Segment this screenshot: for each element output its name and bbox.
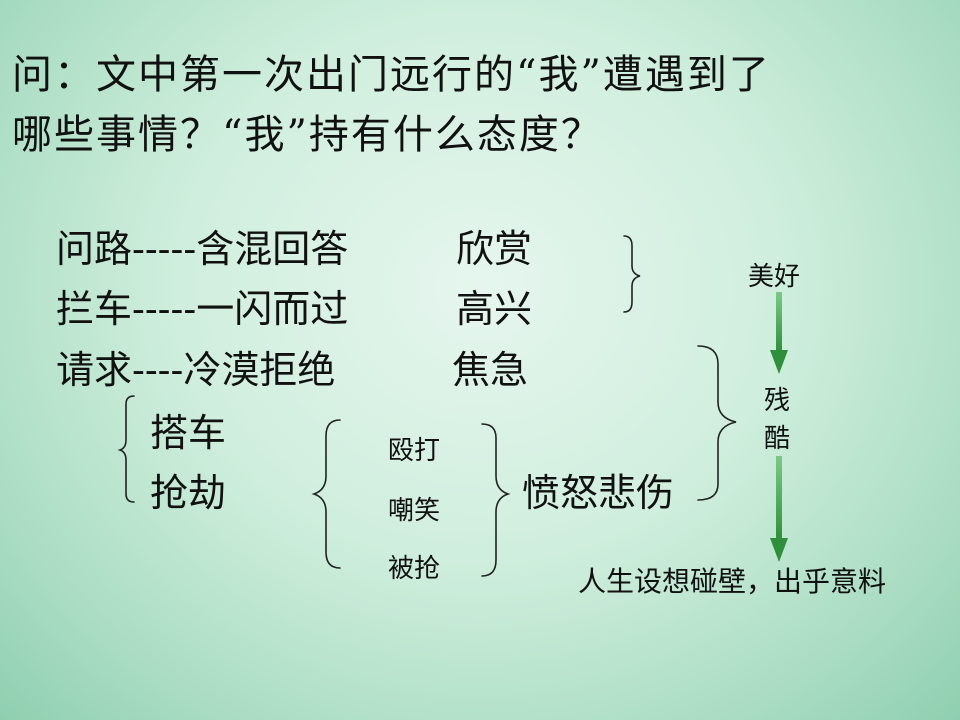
sub-event-1: 搭车 (150, 411, 227, 455)
conclusion: 人生设想碰壁，出乎意料 (578, 565, 887, 598)
brace-details-left (311, 419, 341, 569)
event-feeling-1: 欣赏 (456, 227, 533, 271)
brace-sub-events (117, 395, 135, 503)
question-line-1: 问：文中第一次出门远行的“我”遭遇到了 (12, 52, 771, 98)
brace-cruel (697, 345, 737, 501)
stage-good: 美好 (748, 262, 801, 292)
event-action-3: 请求----冷漠拒绝 (56, 348, 336, 392)
stage-cruel-char-1: 残 (764, 386, 791, 416)
feeling-final: 愤怒悲伤 (522, 471, 675, 515)
brace-good (623, 235, 641, 313)
event-action-2: 拦车-----一闪而过 (56, 287, 349, 331)
event-action-1: 问路-----含混回答 (56, 227, 349, 271)
brace-details-right (481, 423, 511, 577)
detail-3: 被抢 (388, 554, 441, 584)
detail-2: 嘲笑 (388, 496, 441, 526)
event-feeling-3: 焦急 (452, 348, 529, 392)
arrow-cruel-to-conclusion (770, 456, 788, 562)
event-feeling-2: 高兴 (456, 287, 533, 331)
detail-1: 殴打 (388, 436, 441, 466)
stage-cruel-char-2: 酷 (764, 424, 791, 454)
question-line-2: 哪些事情？“我”持有什么态度？ (12, 112, 603, 158)
arrow-good-to-cruel (770, 292, 788, 374)
sub-event-2: 抢劫 (150, 471, 227, 515)
